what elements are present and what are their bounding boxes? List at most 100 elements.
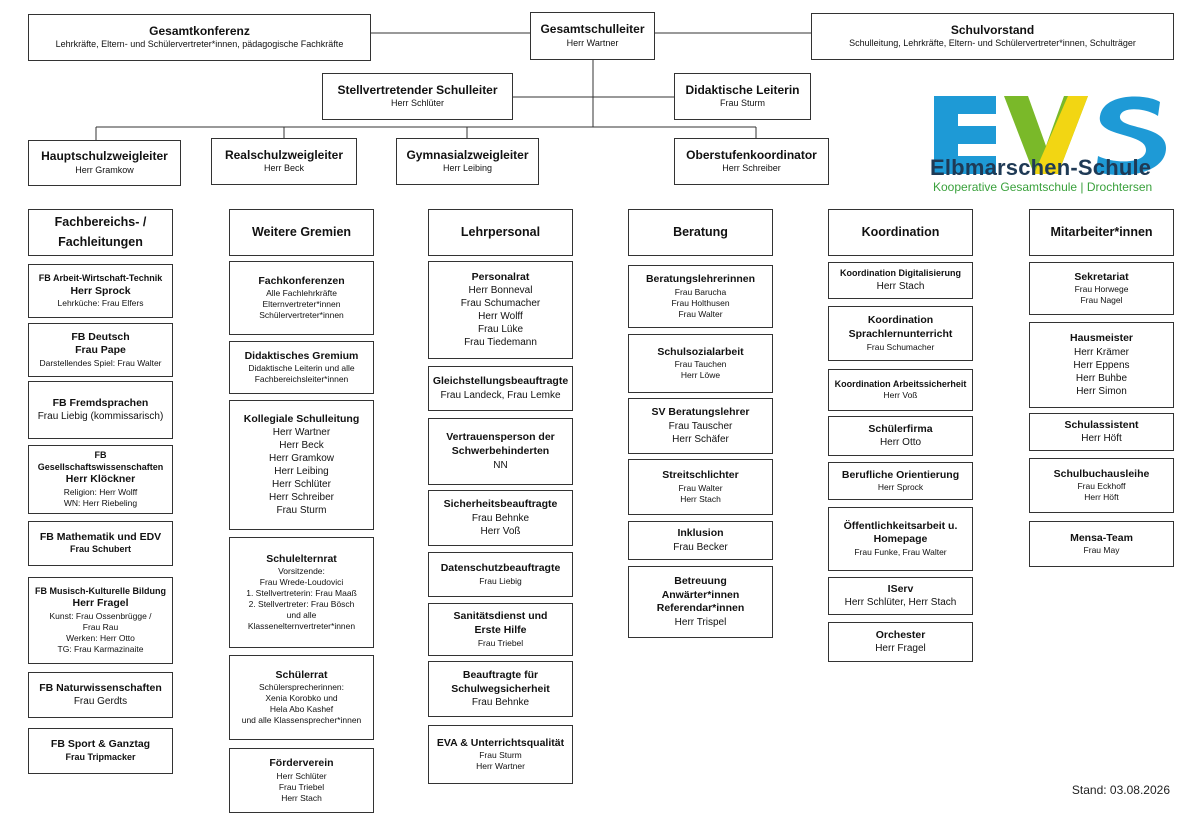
hauptschulzweigleiter-sub: Herr Gramkow	[75, 164, 134, 175]
role-line: Frau Tripmacker	[65, 751, 136, 762]
gymnasialzweigleiter-box: Gymnasialzweigleiter Herr Leibing	[396, 138, 539, 185]
role-line: Herr Schlüter	[272, 479, 331, 491]
role-line: WN: Herr Riebeling	[63, 498, 138, 508]
role-line: Herr Stach	[281, 792, 322, 803]
role-title: Schülerrat	[275, 668, 328, 681]
gesamtschulleiter-title: Gesamtschulleiter	[540, 22, 645, 37]
role-line: Erste Hilfe	[474, 623, 527, 636]
role-line: Darstellendes Spiel: Frau Walter	[39, 358, 162, 369]
role-line: Homepage	[873, 533, 928, 546]
realschulzweigleiter-title: Realschulzweigleiter	[224, 147, 344, 162]
role-line: Hela Abo Kashef	[269, 704, 334, 715]
role-line: Frau Liebig (kommissarisch)	[37, 411, 164, 423]
role-line: Elternvertreter*innen	[262, 299, 341, 310]
column-header-text: Koordination	[861, 224, 940, 239]
role-title: Schulelternrat	[266, 552, 337, 565]
stellvertreter-title: Stellvertretender Schulleiter	[337, 82, 498, 97]
role-line: Herr Gramkow	[268, 453, 334, 465]
role-line: 2. Stellvertreter: Frau Bösch	[248, 599, 355, 610]
role-line: Herr Stach	[680, 493, 721, 504]
didaktische-leiterin-sub: Frau Sturm	[719, 98, 765, 109]
role-line: Frau Triebel	[477, 637, 524, 648]
role-line: Xenia Korobko und	[265, 693, 338, 704]
role-line: Klassenelternvertreter*innen	[247, 621, 356, 632]
role-line: Anwärter*innen	[661, 588, 740, 601]
role-title: Vertrauensperson der	[446, 431, 555, 444]
role-title: SV Beratungslehrer	[651, 406, 750, 419]
role-line: Herr Höft	[1084, 492, 1119, 503]
role-line: Herr Stach	[876, 280, 925, 292]
stand-date: Stand: 03.08.2026	[1071, 783, 1170, 797]
stellvertreter-sub: Herr Schlüter	[390, 98, 444, 109]
role-title: Streitschlichter	[662, 469, 739, 482]
realschulzweigleiter-box: Realschulzweigleiter Herr Beck	[211, 138, 357, 185]
column-header-beratung: Beratung	[628, 209, 773, 256]
role-title: Kollegiale Schulleitung	[243, 412, 360, 425]
role-line: Herr Voß	[883, 390, 918, 401]
role-line: Herr Fragel	[72, 597, 129, 610]
role-line: Didaktische Leiterin und alle	[248, 363, 355, 374]
role-line: Herr Schreiber	[268, 492, 335, 504]
role-line: Herr Fragel	[875, 643, 926, 655]
role-title: Koordination Arbeitssicherheit	[834, 378, 967, 389]
didaktische-leiterin-title: Didaktische Leiterin	[685, 82, 800, 97]
column-header-mitarbeiter: Mitarbeiter*innen	[1029, 209, 1174, 256]
role-line: Religion: Herr Wolff	[63, 486, 138, 497]
role-title: FB Fremdsprachen	[52, 396, 149, 409]
role-title: Berufliche Orientierung	[841, 468, 960, 481]
role-line: Sprachlernunterricht	[848, 327, 953, 340]
role-title: Beratungslehrerinnen	[645, 273, 756, 286]
column-header-fachleitungen: Fachbereichs- /Fachleitungen	[28, 209, 173, 256]
role-title: Sicherheitsbeauftragte	[443, 498, 558, 511]
role-line: Herr Buhbe	[1075, 372, 1128, 384]
role-line: Frau Behnke	[471, 697, 530, 709]
role-title: FB Mathematik und EDV	[39, 530, 162, 543]
role-title: FB Naturwissenschaften	[39, 681, 162, 694]
role-title: Mensa-Team	[1070, 531, 1133, 544]
role-line: und alle	[286, 610, 317, 621]
role-line: Herr Löwe	[680, 370, 721, 381]
logo-letter-s	[1096, 96, 1166, 175]
role-line: Schulwegsicherheit	[451, 682, 550, 695]
role-line: Herr Schlüter, Herr Stach	[844, 597, 957, 609]
role-line: Frau Schumacher	[866, 341, 935, 352]
column-header-text: Fachleitungen	[58, 234, 143, 249]
role-line: Frau Triebel	[278, 781, 325, 792]
role-title: Schulsozialarbeit	[657, 345, 744, 358]
role-line: Frau Pape	[75, 344, 126, 357]
role-line: Frau Behnke	[471, 512, 530, 524]
role-title: Schulbuchausleihe	[1053, 467, 1150, 480]
column-header-text: Beratung	[673, 224, 728, 239]
role-line: Frau Holthusen	[671, 297, 730, 308]
role-line: Herr Beck	[279, 440, 324, 452]
role-line: Frau Funke, Frau Walter	[854, 547, 947, 558]
role-line: Vorsitzende:	[278, 566, 325, 577]
role-title: FB Arbeit-Wirtschaft-Technik	[38, 272, 163, 283]
role-title: Inklusion	[677, 527, 724, 540]
role-line: Herr Eppens	[1073, 359, 1130, 371]
logo-school-name: Elbmarschen-Schule	[930, 155, 1152, 180]
role-line: Referendar*innen	[656, 602, 745, 615]
role-line: Frau Tauchen	[674, 359, 727, 370]
role-title: Didaktisches Gremium	[244, 349, 359, 362]
role-line: TG: Frau Karmazinaite	[57, 644, 144, 655]
role-line: Werken: Herr Otto	[66, 633, 135, 644]
role-title: Schulassistent	[1064, 418, 1139, 431]
oberstufenkoordinator-sub: Herr Schreiber	[722, 163, 781, 174]
